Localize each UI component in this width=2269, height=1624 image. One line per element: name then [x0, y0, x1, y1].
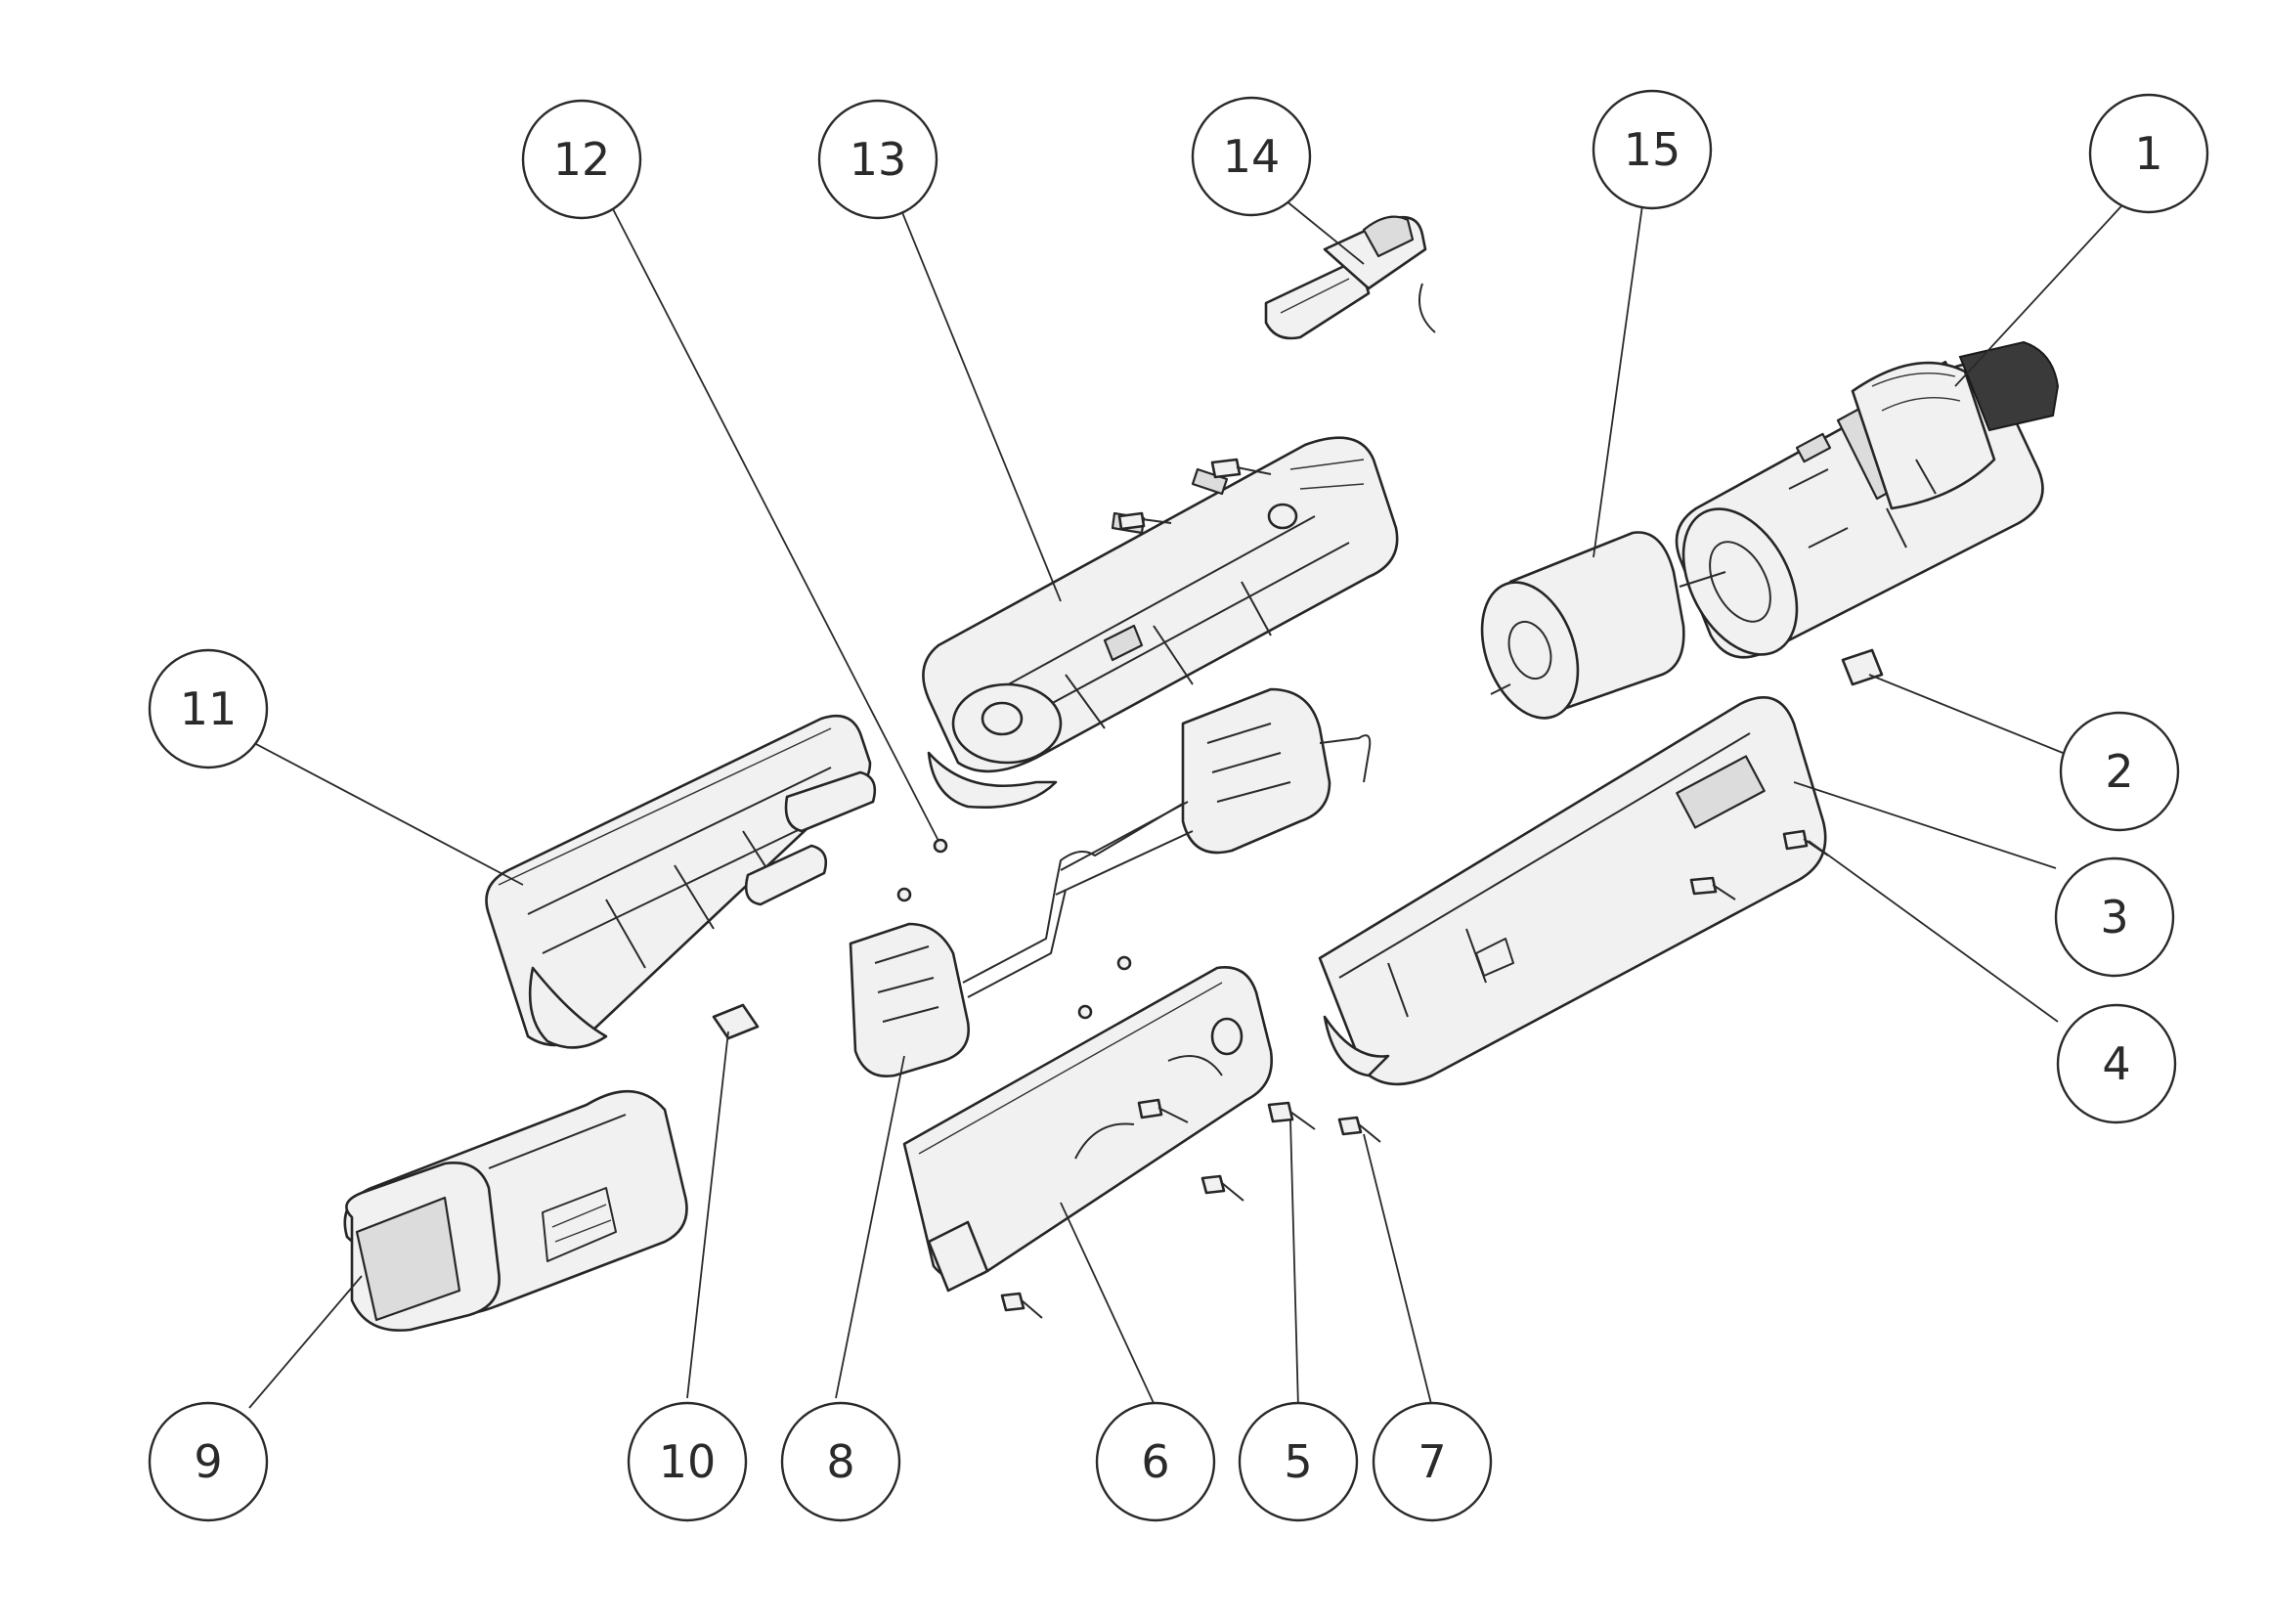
part-14-switch [1264, 215, 1436, 340]
svg-text:7: 7 [1418, 1435, 1446, 1488]
callout-13: 13 [817, 99, 938, 220]
callout-7: 7 [1372, 1401, 1493, 1522]
leader-1 [1954, 195, 2132, 387]
svg-text:15: 15 [1624, 123, 1681, 176]
part-10-clip [712, 1003, 760, 1040]
callout-1: 1 [2088, 93, 2209, 214]
callouts: 1 2 3 4 5 6 7 8 [148, 89, 2209, 1522]
svg-text:12: 12 [553, 133, 611, 186]
callout-8: 8 [780, 1401, 901, 1522]
callout-11: 11 [148, 648, 269, 769]
leader-13 [898, 204, 1062, 602]
leader-4 [1808, 840, 2059, 1023]
part-8-contact-harness [849, 687, 1372, 1078]
part-11-lower-housing [485, 714, 877, 1049]
callout-6: 6 [1095, 1401, 1216, 1522]
leader-8 [835, 1055, 905, 1399]
leader-10 [686, 1031, 729, 1399]
callout-12: 12 [521, 99, 642, 220]
svg-text:11: 11 [180, 682, 238, 735]
leader-5 [1289, 1119, 1299, 1409]
svg-text:1: 1 [2134, 127, 2162, 180]
part-15-motor [1480, 531, 1726, 720]
leader-7 [1363, 1133, 1433, 1409]
svg-text:3: 3 [2100, 891, 2128, 944]
leader-3 [1793, 781, 2057, 869]
callout-5: 5 [1238, 1401, 1359, 1522]
leader-2 [1868, 674, 2064, 754]
svg-text:8: 8 [826, 1435, 854, 1488]
svg-text:2: 2 [2105, 745, 2133, 798]
svg-text:5: 5 [1284, 1435, 1312, 1488]
leader-lines [248, 195, 2132, 1409]
svg-text:4: 4 [2102, 1037, 2130, 1090]
leader-12 [610, 204, 939, 842]
part-6-lower-cover [902, 965, 1273, 1293]
part-9-battery-pack [343, 1089, 688, 1332]
part-12-balls [896, 838, 1132, 1020]
part-2-slider [1841, 648, 1884, 686]
callout-9: 9 [148, 1401, 269, 1522]
leader-11 [253, 742, 524, 886]
part-13-upper-housing [922, 436, 1399, 809]
svg-text:9: 9 [194, 1435, 222, 1488]
callout-4: 4 [2056, 1003, 2177, 1124]
leader-14 [1285, 199, 1365, 265]
callout-3: 3 [2054, 856, 2175, 978]
svg-text:10: 10 [659, 1435, 717, 1488]
leader-6 [1060, 1202, 1155, 1404]
leader-15 [1593, 204, 1643, 558]
svg-text:6: 6 [1141, 1435, 1169, 1488]
screws [1000, 458, 1829, 1319]
svg-text:13: 13 [850, 133, 907, 186]
part-1-gearbox-assembly [1675, 340, 2060, 659]
leader-9 [248, 1275, 363, 1409]
svg-text:14: 14 [1223, 130, 1281, 183]
callout-10: 10 [627, 1401, 748, 1522]
callout-14: 14 [1191, 96, 1312, 217]
callout-2: 2 [2059, 711, 2180, 832]
part-3-gearbox-housing [1318, 696, 1827, 1086]
callout-15: 15 [1592, 89, 1713, 210]
